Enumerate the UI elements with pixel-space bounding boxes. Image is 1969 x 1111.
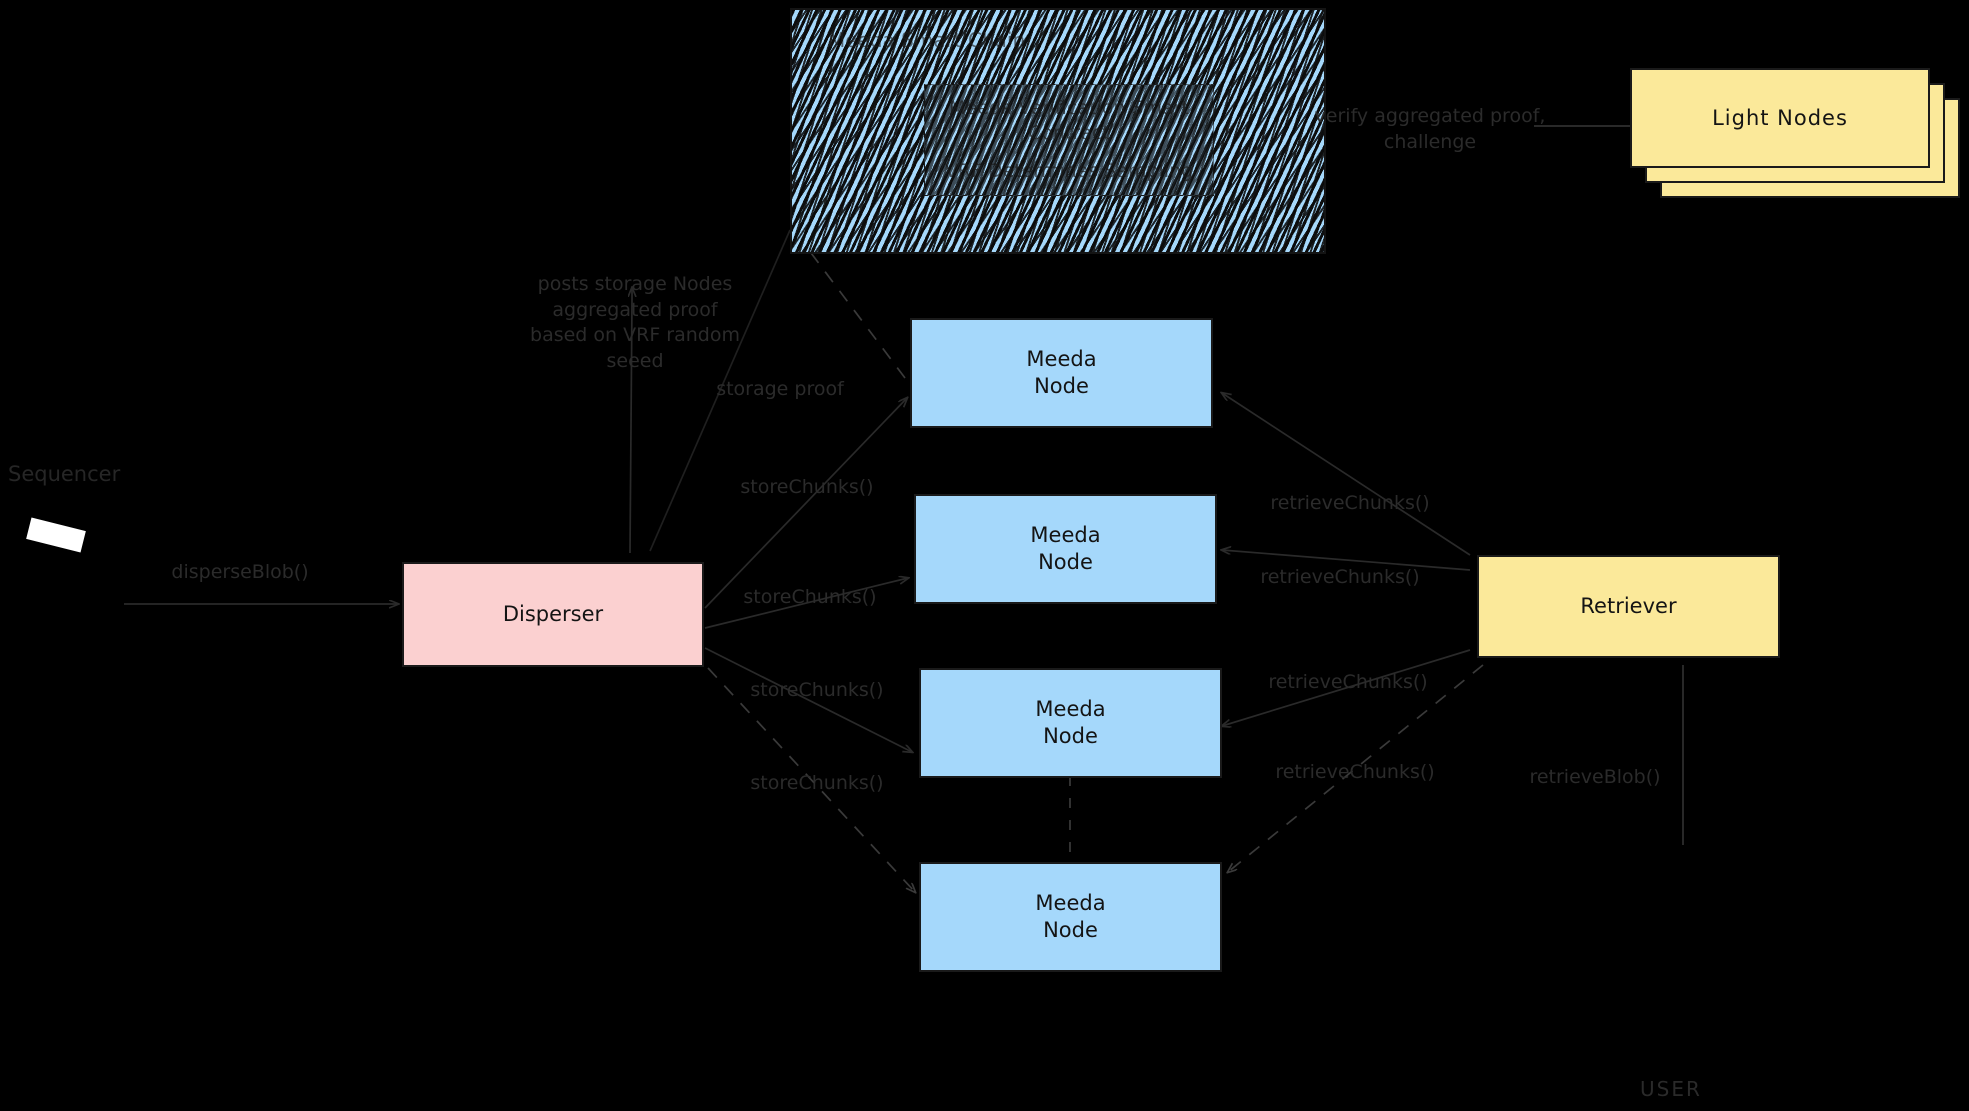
retriever-node[interactable]: Retriever — [1477, 555, 1780, 658]
retriever-label: Retriever — [1580, 594, 1677, 619]
edge-label-retrieve-chunks-4: retrieveChunks() — [1275, 761, 1435, 783]
edge-label-retrieve-chunks-3: retrieveChunks() — [1268, 671, 1428, 693]
disperser-node[interactable]: Disperser — [402, 562, 704, 667]
edge-label-retrieve-blob: retrieveBlob() — [1529, 766, 1661, 788]
meeda-node-1[interactable]: Meeda Node — [910, 318, 1213, 428]
light-nodes-stack[interactable]: Light Nodes — [1630, 68, 1960, 198]
verification-contract-label: Meeda Verification Smart Contract — [949, 96, 1189, 145]
edge-label-verify-aggregated-proof: verify aggregated proof, challenge — [1314, 105, 1546, 153]
meeda-node-2-label: Meeda Node — [1030, 523, 1101, 574]
edge-label-store-chunks-4: storeChunks() — [750, 772, 884, 794]
meeda-smart-chain-box[interactable]: Meeda Smart Chain Meeda Verification Sma… — [790, 8, 1326, 254]
edge-label-store-chunks-3: storeChunks() — [750, 679, 884, 701]
meeda-node-2[interactable]: Meeda Node — [914, 494, 1217, 604]
meeda-node-3-label: Meeda Node — [1035, 697, 1106, 748]
edge-label-retrieve-chunks-2: retrieveChunks() — [1260, 566, 1420, 588]
sequencer-label: Sequencer — [8, 462, 121, 486]
edge-label-storage-proof: storage proof — [716, 378, 844, 400]
edge-label-retrieve-chunks-1: retrieveChunks() — [1270, 492, 1430, 514]
edge-disperser-to-meeda-1 — [704, 398, 907, 609]
user-label: USER — [1640, 1077, 1702, 1101]
meeda-node-3[interactable]: Meeda Node — [919, 668, 1222, 778]
light-nodes-label: Light Nodes — [1712, 106, 1848, 130]
meeda-node-1-label: Meeda Node — [1026, 347, 1097, 398]
meeda-verification-contract-box[interactable]: Meeda Verification Smart Contract VRF De… — [924, 84, 1214, 196]
disperser-label: Disperser — [502, 602, 604, 627]
edge-retriever-to-meeda-1 — [1222, 393, 1471, 556]
edge-label-posts-storage-proof: posts storage Nodes aggregated proof bas… — [530, 273, 740, 372]
edge-label-store-chunks-2: storeChunks() — [743, 586, 877, 608]
light-nodes-card-front[interactable]: Light Nodes — [1630, 68, 1930, 168]
meeda-node-4-label: Meeda Node — [1035, 891, 1106, 942]
meeda-node-4[interactable]: Meeda Node — [919, 862, 1222, 972]
meeda-smart-chain-title: Meeda Smart Chain — [828, 28, 1026, 52]
vrf-sampling-label: VRF Determines Sampling — [944, 159, 1194, 182]
edge-label-disperse-blob: disperseBlob() — [171, 561, 309, 583]
sequencer-shape-icon — [26, 517, 86, 553]
edge-label-store-chunks-1: storeChunks() — [740, 476, 874, 498]
